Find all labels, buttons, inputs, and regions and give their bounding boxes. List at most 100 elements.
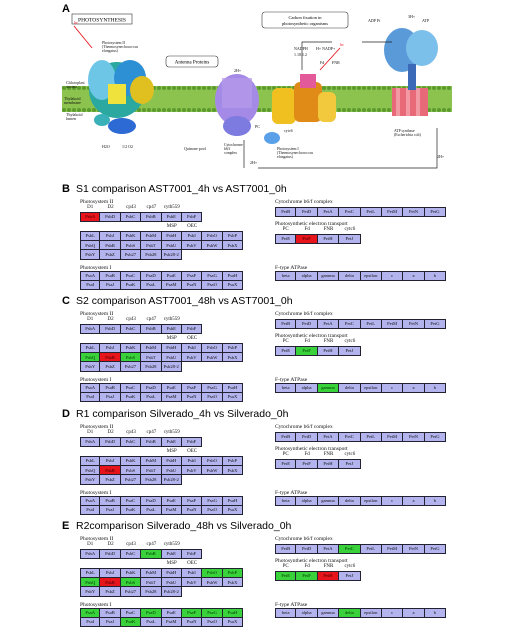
gene-cell: PetE — [275, 234, 297, 244]
lipid-head — [267, 108, 271, 112]
column-header: FNR — [323, 227, 334, 232]
gene-cell: PsaM — [161, 505, 182, 516]
gene-cell: PsaD — [141, 271, 162, 281]
gene-cell: PsaO — [202, 392, 223, 403]
gene-cell — [100, 334, 120, 344]
pc-label: PC — [255, 124, 260, 129]
gene-cell: PsbQ — [80, 352, 101, 363]
h2o-label: H2O — [102, 144, 110, 149]
gene-cell: PsbB — [141, 212, 162, 222]
gene-cell: PsaX — [222, 505, 244, 516]
column-header: PC — [282, 452, 289, 457]
atpase-section-title: F-type ATPase — [275, 490, 308, 496]
psi-label: Photosystem I — [277, 147, 299, 151]
gene-cell: PetN — [403, 544, 425, 554]
column-header: D2 — [107, 542, 114, 547]
lipid-head — [362, 108, 366, 112]
column-header: D1 — [87, 542, 94, 547]
gene-cell: PetM — [381, 544, 404, 554]
gene-cell: OEC — [187, 335, 198, 341]
gene-cell: PetD — [296, 544, 318, 554]
gene-cell: PetB — [275, 207, 297, 217]
column-header: FNR — [323, 339, 334, 344]
svg-text:complex: complex — [224, 151, 237, 155]
gene-cell: Psb28 — [141, 250, 162, 260]
gene-cell: PetD — [296, 319, 318, 329]
gene-cell: PsbO — [202, 568, 223, 578]
light-arrow-psi — [319, 47, 341, 71]
gene-cell: PsbJ — [100, 231, 121, 241]
lipid-head — [442, 108, 446, 112]
gene-cell: delta — [339, 496, 361, 506]
panel-a-letter: A — [62, 3, 70, 15]
gene-cell: b — [424, 496, 447, 506]
gene-cell — [100, 559, 120, 569]
gene-cell: PsbY — [80, 362, 101, 372]
lipid-head — [327, 86, 331, 90]
ps2-section-title: Photosystem II — [80, 536, 114, 542]
gene-cell: PsbX — [222, 240, 244, 251]
lipid-head — [377, 86, 381, 90]
gene-cell: PsaI — [80, 280, 101, 291]
gene-cell: PsaC — [120, 271, 142, 281]
column-header — [182, 430, 202, 435]
column-header: cp43 — [126, 205, 136, 210]
gene-cell: PsbJ — [100, 568, 121, 578]
gene-cell: PsbO — [202, 456, 223, 466]
svg-text:b6/f: b6/f — [224, 147, 231, 151]
column-header: D2 — [107, 317, 114, 322]
gene-cell: PetH — [317, 459, 340, 469]
gene-cell: PetN — [403, 432, 425, 442]
gene-cell: PetB — [275, 432, 297, 442]
lipid-head — [157, 108, 161, 112]
pet-section-title: Photosynthetic electron transport — [275, 446, 348, 452]
gene-cell: PsbJ — [100, 343, 121, 353]
gene-cell: PsaF — [181, 608, 203, 618]
lipid-head — [67, 108, 71, 112]
lipid-head — [257, 86, 261, 90]
atpase-section-title: F-type ATPase — [275, 602, 308, 608]
three-h-label: 3H+ — [408, 14, 416, 19]
ps1-section-title: Photosystem I — [80, 265, 112, 271]
lipid-head — [212, 86, 216, 90]
lipid-head — [432, 108, 436, 112]
gene-cell: PsbX — [222, 465, 244, 476]
gene-cell: PsbO — [202, 343, 223, 353]
gene-cell: PetN — [403, 207, 425, 217]
gene-cell: Psb28 — [141, 362, 162, 372]
gene-cell: PsbV — [181, 240, 203, 251]
lipid-head — [77, 86, 81, 90]
column-header — [182, 317, 202, 322]
gene-cell: PsbV — [181, 352, 203, 363]
gene-cell: PetA — [317, 432, 340, 442]
column-header: Fd — [304, 339, 310, 344]
gene-cell: PetM — [381, 207, 404, 217]
gene-cell: Psb28 — [141, 475, 162, 485]
panel-e-title: R2comparison Silverado_48h vs Silverado_… — [76, 520, 292, 532]
stroma-label: Chloroplast — [66, 80, 86, 85]
gene-cell: PsaC — [120, 496, 142, 506]
gene-cell: PsbC — [120, 212, 142, 222]
column-header: PC — [282, 339, 289, 344]
gene-cell: PsbQ — [80, 577, 101, 588]
gene-cell: PetG — [424, 432, 447, 442]
gene-cell: b — [424, 383, 447, 393]
gene-cell: PsaF — [181, 496, 203, 506]
lipid-head — [332, 86, 336, 90]
gene-cell: PsbR — [100, 352, 121, 363]
lipid-head — [357, 108, 361, 112]
gene-cell: gamma — [317, 271, 340, 281]
gene-cell: PsbU — [161, 240, 182, 251]
column-header: cp47 — [146, 317, 157, 322]
column-header: D1 — [87, 317, 94, 322]
gene-cell — [141, 334, 161, 344]
